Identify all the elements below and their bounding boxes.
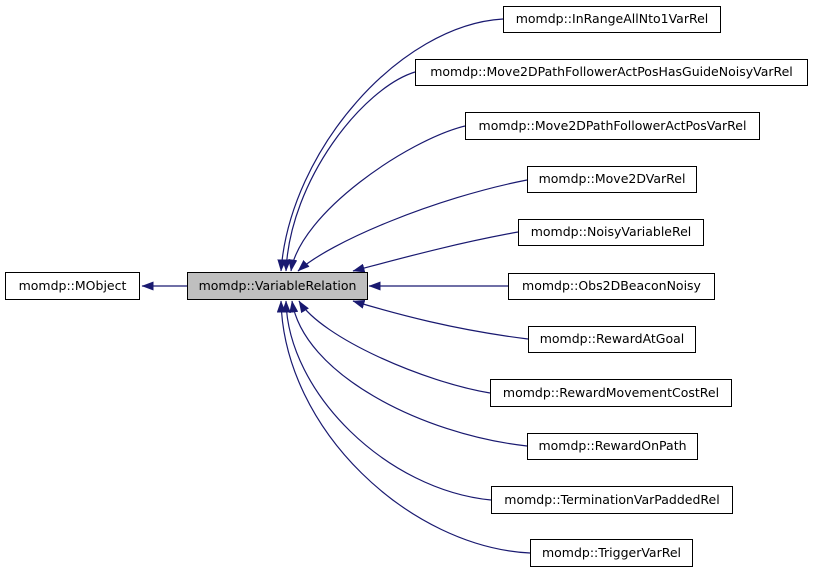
edge-inrangeallnto1varrel-to-variablerelation (277, 18, 504, 272)
edge-noisyvariablerel-to-variablerelation (352, 231, 519, 273)
edge-rewardonpath-to-variablerelation (289, 300, 528, 447)
class-node-move2dpathfolloweractposvarrel[interactable]: momdp::Move2DPathFollowerActPosVarRel (465, 112, 760, 140)
class-node-rewardmovementcostrel[interactable]: momdp::RewardMovementCostRel (490, 379, 732, 407)
class-node-move2dpathfolloweractposhasguidenoisyvarrel[interactable]: momdp::Move2DPathFollowerActPosHasGuideN… (415, 59, 808, 86)
class-node-terminationvarpaddedrel[interactable]: momdp::TerminationVarPaddedRel (491, 486, 733, 514)
edge-rewardmovementcostrel-to-variablerelation (298, 300, 491, 394)
edge-triggervarrel-to-variablerelation (276, 300, 531, 554)
class-node-rewardatgoal[interactable]: momdp::RewardAtGoal (528, 326, 696, 353)
edge-move2dvarrel-to-variablerelation (297, 179, 528, 272)
class-node-rewardonpath[interactable]: momdp::RewardOnPath (527, 433, 698, 460)
edge-rewardatgoal-to-variablerelation (352, 300, 529, 340)
edge-move2dpathfolloweractposvarrel-to-variablerelation (288, 125, 466, 272)
edge-terminationvarpaddedrel-to-variablerelation (281, 300, 492, 501)
class-node-variablerelation: momdp::VariableRelation (187, 272, 368, 300)
class-node-triggervarrel[interactable]: momdp::TriggerVarRel (530, 539, 693, 567)
class-node-move2dvarrel[interactable]: momdp::Move2DVarRel (527, 166, 697, 193)
edge-move2dpathfolloweractposhasguidenoisy-to-variablerelation (282, 71, 416, 272)
class-node-obs2dbeaconnoisy[interactable]: momdp::Obs2DBeaconNoisy (508, 273, 715, 300)
class-node-noisyvariablerel[interactable]: momdp::NoisyVariableRel (518, 219, 704, 246)
class-node-inrangeallnto1varrel[interactable]: momdp::InRangeAllNto1VarRel (503, 6, 721, 33)
class-node-mobject[interactable]: momdp::MObject (5, 272, 140, 300)
